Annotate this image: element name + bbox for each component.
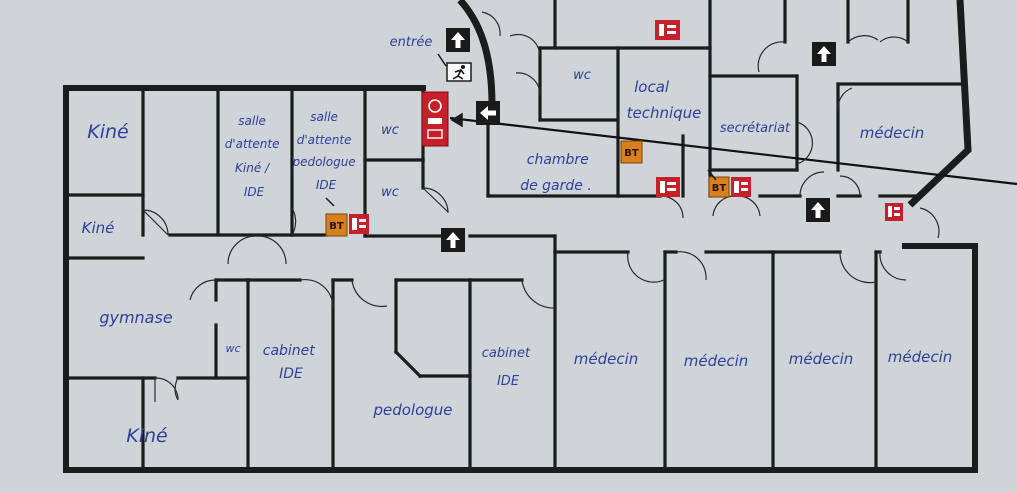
fire-extinguisher-icon	[731, 177, 751, 197]
curved-exterior-wall-right	[907, 0, 972, 208]
bt-electrical-panel-icon: BT	[325, 213, 348, 237]
room-label-kine-1: Kiné	[87, 121, 128, 143]
bt-electrical-panel-icon: BT	[708, 176, 730, 198]
room-label-secretariat: secrétariat	[720, 121, 791, 136]
room-label-medecin-3: médecin	[789, 350, 854, 368]
exit-arrow-up-icon	[441, 228, 465, 252]
room-label-medecin-2: médecin	[684, 352, 749, 370]
room-label-medecin-5: médecin	[860, 124, 925, 142]
bt-electrical-panel-icon: BT	[620, 140, 643, 164]
room-label-kine-2: Kiné	[82, 219, 115, 237]
section-line	[449, 116, 1017, 186]
room-label-wc-2: wc	[381, 185, 399, 200]
svg-text:BT: BT	[712, 183, 727, 194]
fire-extinguisher-icon	[655, 20, 680, 40]
svg-text:BT: BT	[329, 221, 344, 232]
room-labels: Kiné Kiné Kiné salle d'attente Kiné / ID…	[82, 35, 953, 447]
room-label-wc-1: wc	[381, 123, 399, 138]
fire-extinguisher-icon	[349, 214, 369, 234]
exit-arrow-up-icon	[812, 42, 836, 66]
room-label-salle-attente-pedologue: salle d'attente pedologue IDE	[291, 110, 359, 192]
room-label-local-technique: local technique	[627, 78, 702, 122]
curved-exterior-wall-entrance	[457, 0, 496, 106]
exit-arrow-up-icon	[446, 28, 470, 52]
room-label-pedologue: pedologue	[372, 401, 452, 419]
room-label-cabinet-ide-2: cabinet IDE	[482, 346, 534, 389]
fire-extinguisher-icon	[656, 177, 680, 197]
room-label-salle-attente-kine: salle d'attente Kiné / IDE	[225, 114, 284, 199]
room-label-gymnase: gymnase	[99, 308, 172, 327]
room-label-wc-3: wc	[573, 68, 591, 83]
room-label-cabinet-ide-1: cabinet IDE	[263, 343, 319, 382]
fire-equipment	[349, 20, 903, 234]
fire-extinguisher-icon	[885, 203, 903, 221]
fire-alarm-panel-icon	[421, 91, 449, 147]
room-label-kine-3: Kiné	[126, 425, 167, 447]
exit-arrow-left-icon	[476, 101, 500, 125]
room-label-medecin-4: médecin	[888, 348, 953, 366]
room-label-chambre-de-garde: chambre de garde .	[520, 152, 593, 194]
exit-arrow-up-icon	[806, 198, 830, 222]
pointer-arrows	[325, 53, 717, 207]
door-swings	[142, 11, 940, 402]
running-man-exit-icon	[446, 62, 472, 82]
svg-text:BT: BT	[624, 148, 639, 159]
room-label-medecin-1: médecin	[574, 350, 639, 368]
exit-signs	[441, 28, 836, 252]
bt-badges: BT BT BT	[325, 140, 730, 237]
entrance-label: entrée	[390, 35, 433, 50]
room-label-wc-4: wc	[225, 342, 240, 355]
interior-walls	[64, 86, 882, 472]
